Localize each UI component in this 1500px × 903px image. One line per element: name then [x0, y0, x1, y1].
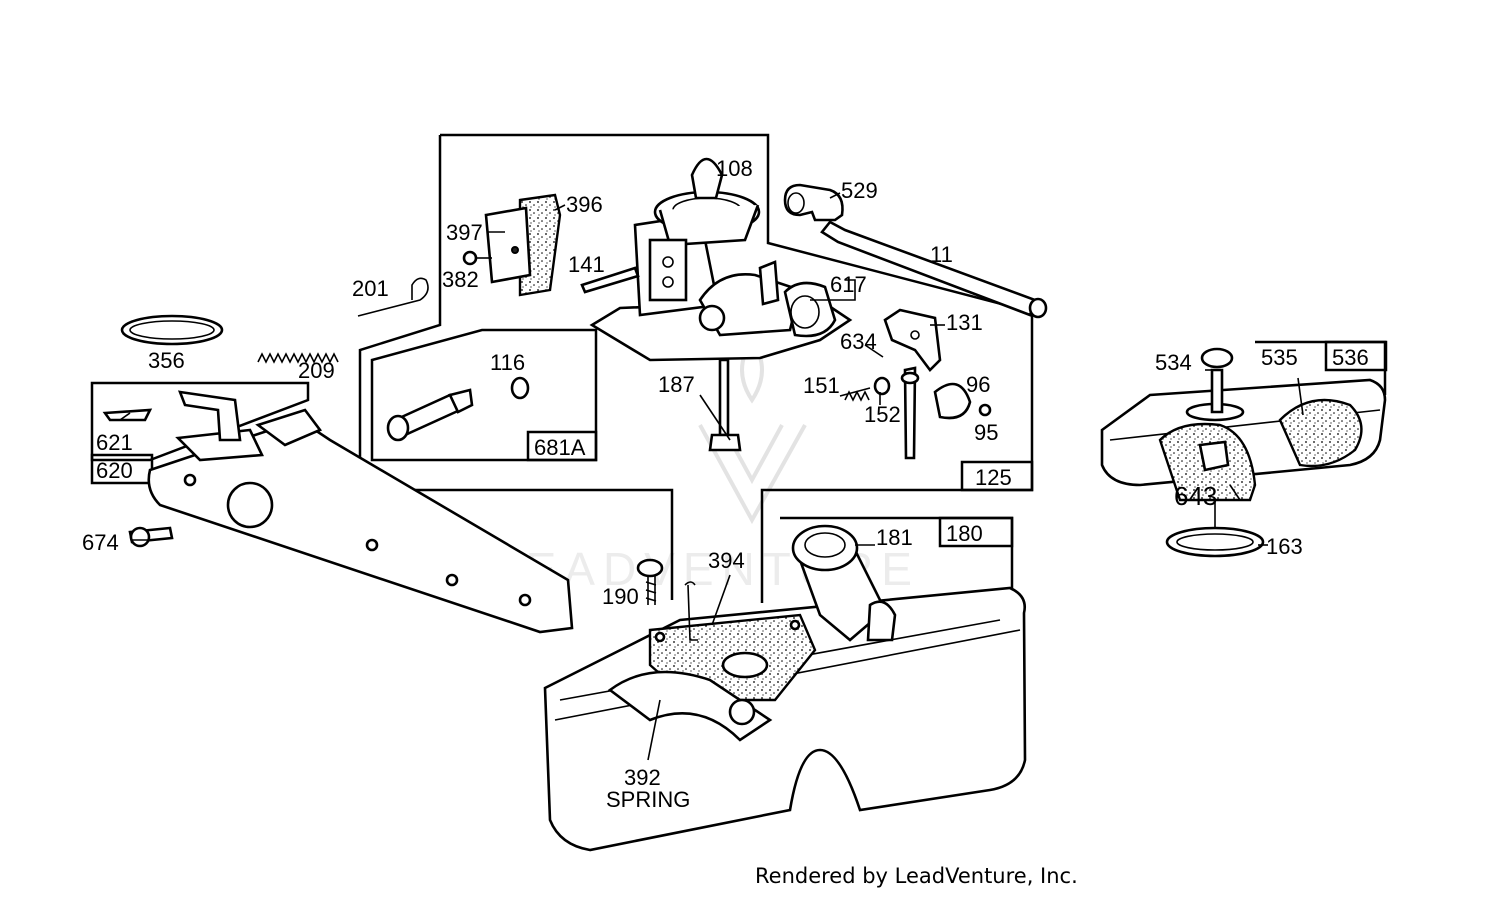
callout-643: 643 [1174, 481, 1217, 511]
label-536: 536 [1332, 345, 1369, 370]
callout-396: 396 [566, 192, 603, 217]
valve-681a [386, 388, 474, 442]
callout-634: 634 [840, 329, 877, 354]
callout-617: 617 [830, 272, 867, 297]
callout-392: 392 [624, 765, 661, 790]
choke-bracket [462, 193, 562, 297]
air-cleaner [1100, 347, 1387, 558]
callout-190: 190 [602, 584, 639, 609]
control-bracket [102, 390, 574, 634]
label-box-681a [526, 430, 598, 462]
spring-209 [257, 352, 339, 364]
callout-621: 621 [96, 430, 133, 455]
label-box-536 [1324, 340, 1388, 372]
callout-674: 674 [82, 530, 119, 555]
label-box-180 [938, 516, 1014, 548]
label-620: 620 [96, 458, 133, 483]
fuel-elbow-and-tube [783, 183, 1048, 319]
pin-141 [580, 266, 640, 294]
label-535: 535 [1261, 345, 1298, 370]
callout-394: 394 [708, 548, 745, 573]
label-125: 125 [975, 465, 1012, 490]
callout-181: 181 [876, 525, 913, 550]
label-box-125 [960, 460, 1034, 492]
callout-95: 95 [974, 420, 998, 445]
callout-201: 201 [352, 276, 389, 301]
link-201 [357, 277, 429, 317]
callout-187: 187 [658, 372, 695, 397]
callout-209: 209 [298, 358, 335, 383]
ring-116 [510, 376, 530, 400]
needle-valve-187 [708, 358, 742, 452]
callout-163: 163 [1266, 534, 1303, 559]
callout-spring: SPRING [606, 787, 690, 812]
callout-529: 529 [841, 178, 878, 203]
throttle-lever [839, 308, 992, 460]
leader-lines [119, 192, 1304, 761]
rendered-by-footer: Rendered by LeadVenture, Inc. [755, 864, 1078, 888]
group-681a-outline [370, 328, 598, 462]
callout-labels: 108 396 397 382 141 201 529 11 617 131 6… [82, 156, 1303, 812]
callout-534: 534 [1155, 350, 1192, 375]
callout-108: 108 [716, 156, 753, 181]
carburetor [589, 157, 853, 362]
callout-382: 382 [442, 267, 479, 292]
callout-356: 356 [148, 348, 185, 373]
callout-141: 141 [568, 252, 605, 277]
callout-96: 96 [966, 372, 990, 397]
callout-116: 116 [490, 350, 525, 375]
callout-11: 11 [930, 242, 953, 267]
screw-190 [636, 558, 664, 605]
label-681a: 681A [534, 435, 586, 460]
callout-397: 397 [446, 220, 483, 245]
label-180: 180 [946, 521, 983, 546]
callout-131: 131 [946, 310, 983, 335]
callout-152: 152 [864, 402, 901, 427]
callout-151: 151 [803, 373, 840, 398]
fuel-tank [543, 524, 1027, 852]
